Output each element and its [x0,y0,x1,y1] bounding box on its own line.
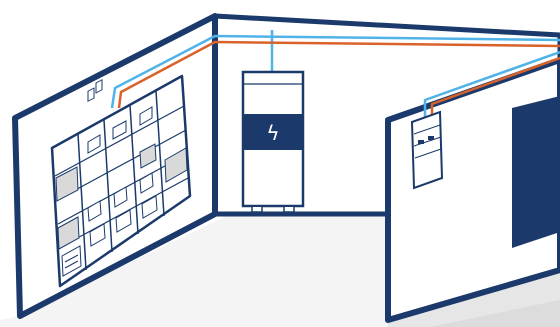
lightning-bolt-icon: ϟ [266,121,279,145]
cabinet-grey-modules [55,143,188,250]
cabinet-breakers [87,78,158,247]
cabinet-columns [77,90,165,271]
door [512,96,560,248]
distribution-cabinet [50,74,192,288]
sub-panel [410,110,444,190]
cable-blue [110,30,560,120]
cabinet-meter [61,245,82,277]
central-unit: ϟ [241,70,305,213]
